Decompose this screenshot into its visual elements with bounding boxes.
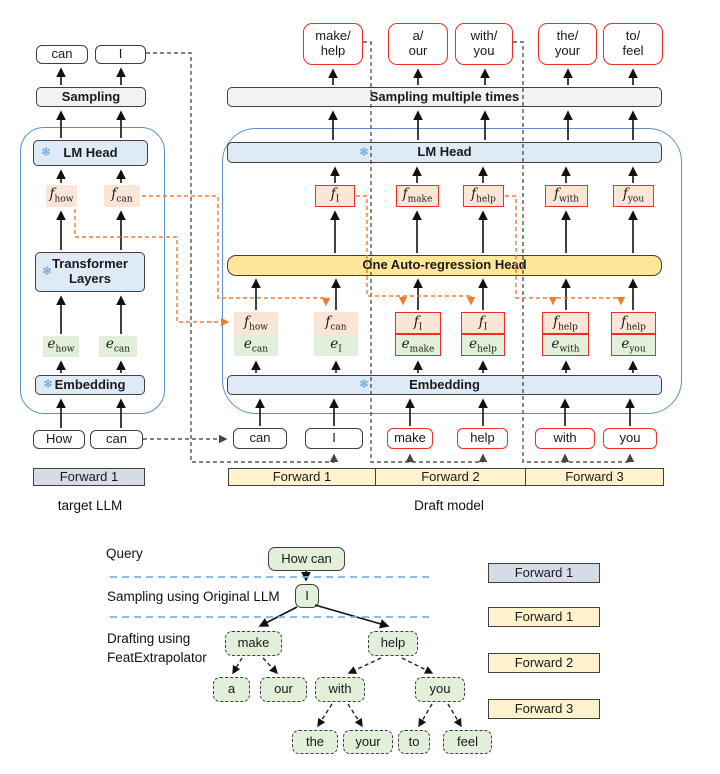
- draft-lm-head-bar: ❄ LM Head: [227, 142, 662, 163]
- draft-input-token-make: make: [387, 428, 433, 449]
- tree-node-i: I: [295, 584, 319, 608]
- tree-node-a: a: [213, 677, 250, 702]
- snowflake-icon: ❄: [42, 263, 53, 278]
- target-lm-head-bar: ❄ LM Head: [33, 140, 148, 166]
- draft-input-token-help: help: [457, 428, 508, 449]
- draft-output-make-help: make/help: [303, 23, 363, 65]
- tree-node-make: make: [225, 631, 282, 656]
- tree-node-feel: feel: [443, 730, 492, 754]
- drafting-featextrapolator-label: Drafting using FeatExtrapolator: [107, 631, 207, 665]
- draft-forward-3-bar: Forward 3: [525, 468, 664, 486]
- target-output-token-i: I: [95, 45, 146, 64]
- pair-f-i-e-help: fI ehelp: [461, 312, 505, 356]
- draft-output-the-your: the/your: [538, 23, 597, 65]
- draft-feature-f-i: fI: [315, 185, 355, 207]
- target-llm-caption: target LLM: [57, 498, 123, 513]
- pair-f-how-e-can: fhow ecan: [234, 312, 278, 356]
- draft-input-token-i: I: [305, 428, 363, 449]
- tree-node-you: you: [415, 677, 465, 702]
- draft-embedding-bar: ❄ Embedding: [227, 375, 662, 395]
- legend-forward-3-draft: Forward 3: [488, 699, 600, 719]
- tree-node-your: your: [343, 730, 393, 754]
- snowflake-icon: ❄: [41, 144, 52, 159]
- snowflake-icon: ❄: [43, 376, 54, 391]
- query-label: Query: [106, 546, 143, 561]
- tree-node-with: with: [315, 677, 365, 702]
- draft-feature-f-with: fwith: [545, 185, 588, 207]
- tree-node-our: our: [260, 677, 307, 702]
- snowflake-icon: ❄: [359, 376, 370, 391]
- pair-f-i-e-make: fI emake: [395, 312, 441, 356]
- tree-node-the: the: [292, 730, 338, 754]
- target-forward-1-bar: Forward 1: [33, 468, 145, 486]
- tree-node-to: to: [398, 730, 430, 754]
- draft-feature-f-help: fhelp: [463, 185, 504, 207]
- tree-node-how-can: How can: [268, 547, 345, 571]
- target-feature-f-how: fhow: [46, 185, 77, 207]
- target-embed-e-can: ecan: [99, 336, 137, 357]
- auto-regression-head-bar: One Auto-regression Head: [227, 255, 662, 276]
- legend-forward-2-draft: Forward 2: [488, 653, 600, 673]
- draft-feature-f-make: fmake: [396, 185, 439, 207]
- target-embed-e-how: ehow: [43, 336, 79, 357]
- draft-output-to-feel: to/feel: [603, 23, 663, 65]
- pair-f-help-e-you: fhelp eyou: [611, 312, 656, 356]
- draft-output-with-you: with/you: [455, 23, 513, 65]
- target-embedding-bar: ❄ Embedding: [35, 375, 145, 395]
- sampling-original-llm-label: Sampling using Original LLM: [107, 589, 280, 604]
- draft-forward-2-bar: Forward 2: [375, 468, 526, 486]
- draft-model-caption: Draft model: [414, 498, 484, 513]
- target-sampling-bar: Sampling: [36, 87, 146, 107]
- draft-feature-f-you: fyou: [613, 185, 654, 207]
- target-feature-f-can: fcan: [104, 185, 140, 207]
- target-output-token-can: can: [36, 45, 88, 64]
- tree-node-help: help: [368, 631, 418, 656]
- draft-sampling-multiple-times-bar: Sampling multiple times: [227, 87, 662, 107]
- draft-forward-1-bar: Forward 1: [228, 468, 376, 486]
- draft-input-token-with: with: [535, 428, 595, 449]
- target-input-token-can: can: [90, 430, 143, 449]
- pair-f-can-e-i: fcan eI: [314, 312, 358, 356]
- legend-forward-1-target: Forward 1: [488, 563, 600, 583]
- draft-input-token-you: you: [603, 428, 657, 449]
- pair-f-help-e-with: fhelp ewith: [542, 312, 589, 356]
- legend-forward-1-draft: Forward 1: [488, 607, 600, 627]
- target-input-token-how: How: [33, 430, 85, 449]
- draft-input-token-can: can: [233, 428, 287, 449]
- draft-output-a-our: a/our: [388, 23, 448, 65]
- target-transformer-layers-box: ❄ Transformer Layers: [35, 252, 145, 292]
- snowflake-icon: ❄: [359, 144, 370, 159]
